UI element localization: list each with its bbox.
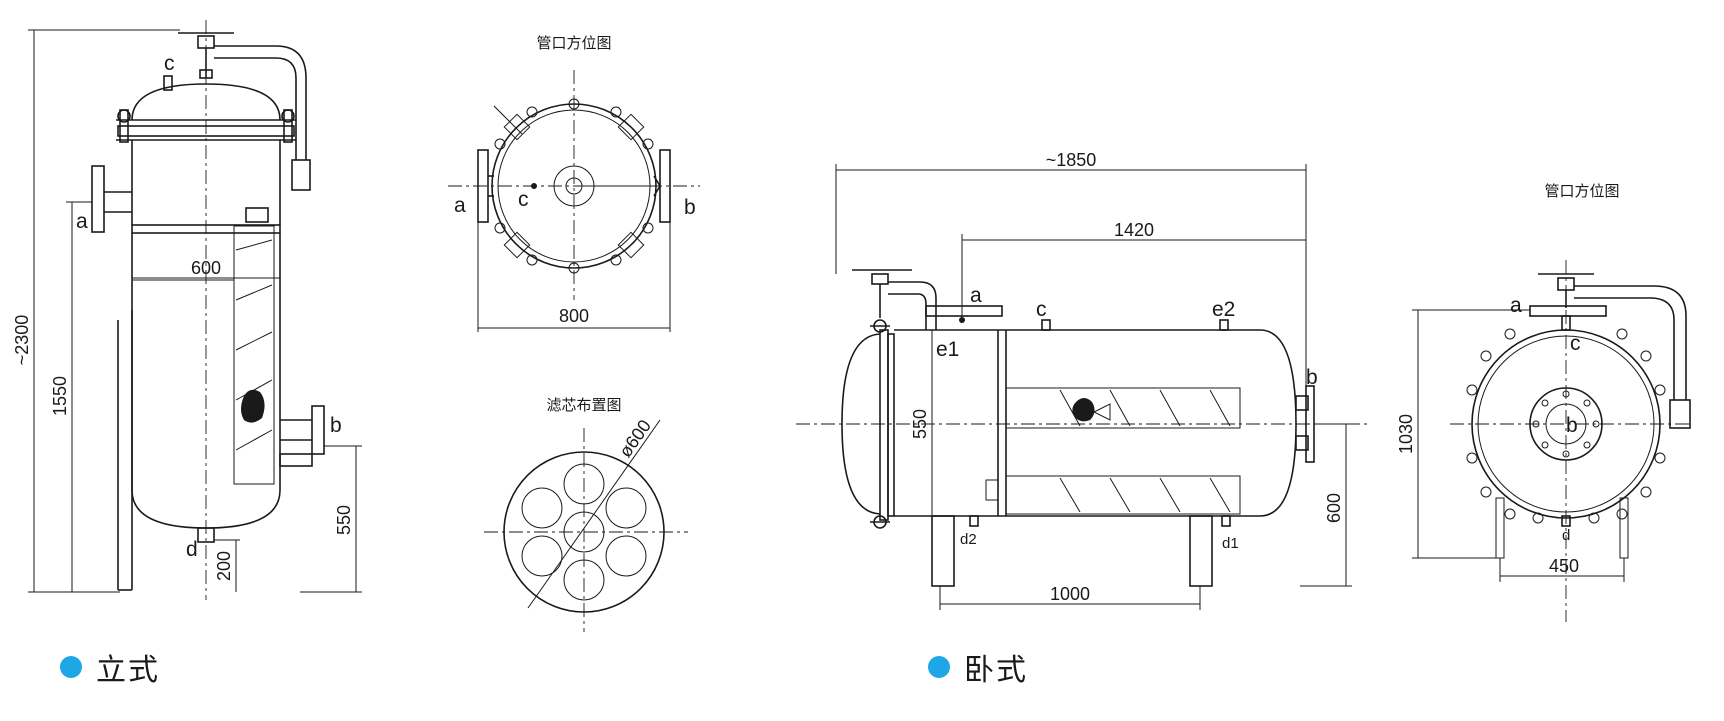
horizontal-nozzle-view-title: 管口方位图 [1544, 182, 1619, 200]
horizontal-port-d1: d1 [1222, 535, 1239, 552]
vertical-port-c: c [164, 52, 175, 75]
horizontal-port-e2: e2 [1212, 298, 1235, 321]
vertical-nozzle-view-title: 管口方位图 [536, 34, 611, 52]
horizontal-nozzle-port-d: d [1562, 527, 1570, 544]
horizontal-leg-span-dim: 1000 [1050, 584, 1090, 604]
horizontal-port-d2: d2 [960, 531, 977, 548]
horizontal-port-c: c [1036, 298, 1047, 321]
vertical-height-dim: ~2300 [12, 315, 32, 366]
legend-vertical-dot [60, 656, 82, 678]
vertical-outlet-height-dim: 550 [334, 505, 354, 535]
horizontal-nozzle-leg-span-dim: 450 [1549, 556, 1579, 576]
vertical-nozzle-width-dim: 800 [559, 306, 589, 326]
horizontal-port-b: b [1306, 366, 1318, 389]
vertical-port-d: d [186, 538, 198, 561]
vertical-drain-height-dim: 200 [214, 551, 234, 581]
vertical-filter-elevation: ~2300 1550 600 550 200 a b c d [12, 20, 362, 600]
horizontal-filter-elevation: ~1850 1420 [796, 150, 1368, 610]
horizontal-length-dim: ~1850 [1046, 150, 1097, 170]
horizontal-diameter-dim: 550 [910, 409, 930, 439]
vertical-port-a: a [76, 210, 88, 233]
cartridge-layout-view: 滤芯布置图 ø600 [484, 396, 688, 632]
vertical-diameter-dim: 600 [191, 258, 221, 278]
horizontal-nozzle-port-a: a [1510, 294, 1522, 317]
horizontal-nozzle-orientation-view: 管口方位图 1030 [1396, 182, 1691, 622]
cartridge-layout-title: 滤芯布置图 [546, 396, 621, 414]
horizontal-nozzle-height-dim: 1030 [1396, 414, 1416, 454]
vertical-inlet-height-dim: 1550 [50, 376, 70, 416]
horizontal-nozzle-port-b: b [1566, 414, 1578, 437]
legend-vertical-label: 立式 [96, 653, 160, 688]
vertical-nozzle-port-a: a [454, 194, 466, 217]
horizontal-nozzle-span-dim: 1420 [1114, 220, 1154, 240]
horizontal-nozzle-port-c: c [1570, 332, 1581, 355]
horizontal-port-a: a [970, 284, 982, 307]
cartridge-layout-diameter-dim: ø600 [615, 416, 655, 461]
horizontal-port-e1: e1 [936, 338, 959, 361]
vertical-nozzle-orientation-view: 管口方位图 800 a b c [448, 34, 700, 332]
legend-horizontal-label: 卧式 [964, 653, 1028, 688]
vertical-port-b: b [330, 414, 342, 437]
legend-vertical: 立式 [60, 645, 160, 689]
horizontal-outlet-height-dim: 600 [1324, 493, 1344, 523]
legend-horizontal-dot [928, 656, 950, 678]
legend-horizontal: 卧式 [928, 645, 1028, 689]
vertical-nozzle-port-c: c [518, 188, 529, 211]
vertical-nozzle-port-b: b [684, 196, 696, 219]
